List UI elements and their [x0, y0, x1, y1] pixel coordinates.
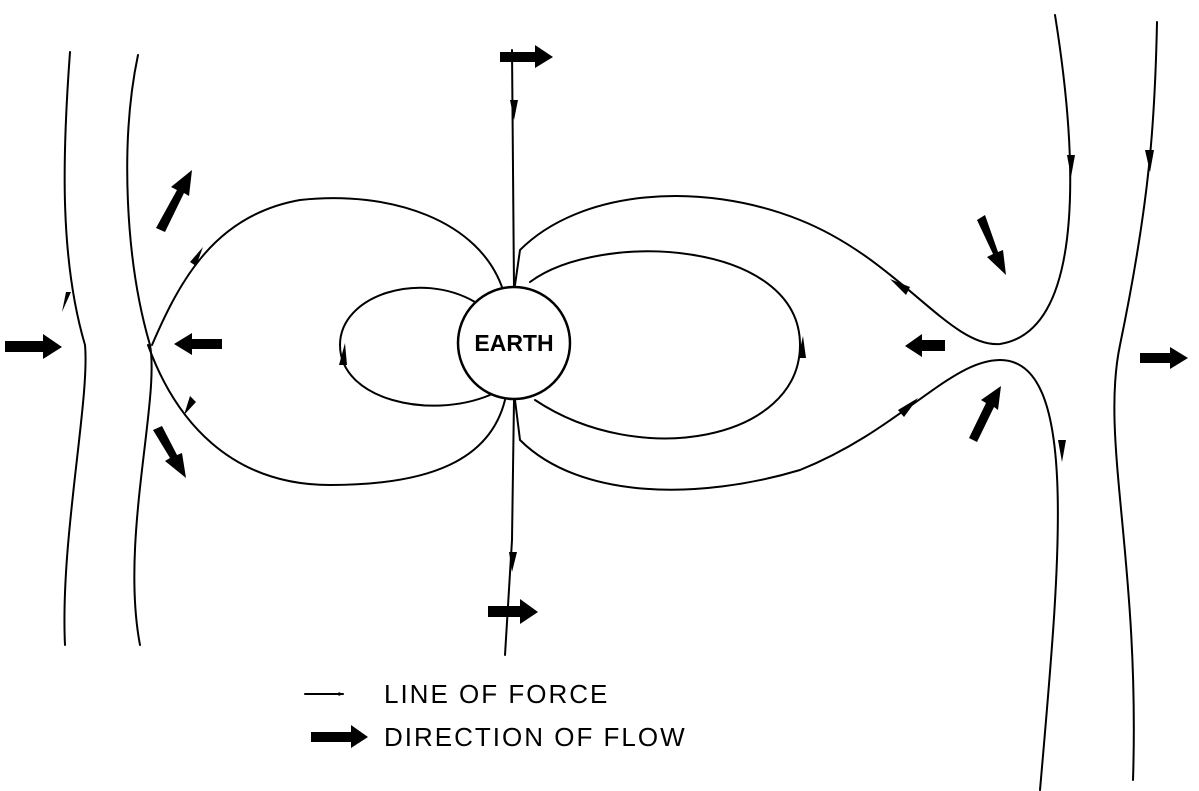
line-of-force-inner-left-loop	[339, 286, 491, 407]
force-arrowhead-left-upper	[190, 247, 203, 266]
flow-arrow-top-center	[500, 45, 553, 68]
flow-arrows	[5, 45, 1188, 624]
line-of-force-far-left-outer	[63, 51, 87, 646]
force-arrowhead-inner-right	[798, 336, 806, 358]
line-of-force-right-lower-branch	[514, 359, 1059, 791]
flow-arrow-right-lower	[969, 386, 1001, 442]
legend: LINE OF FORCE DIRECTION OF FLOW	[304, 679, 687, 752]
flow-arrow-left-lower	[153, 426, 186, 478]
flow-arrow-far-left	[5, 334, 62, 359]
flow-arrow-left-upper	[156, 170, 192, 232]
earth-label: EARTH	[474, 330, 553, 356]
legend-direction-of-flow-label: DIRECTION OF FLOW	[384, 722, 687, 752]
earth: EARTH	[456, 285, 572, 401]
force-arrowhead-right-upper	[890, 279, 910, 295]
legend-direction-of-flow-symbol	[311, 725, 368, 748]
line-of-force-left-lower-loop	[147, 344, 506, 486]
legend-line-of-force-label: LINE OF FORCE	[384, 679, 609, 709]
force-arrowhead-right-lower	[898, 398, 918, 417]
flow-arrow-left-inward	[174, 333, 222, 355]
earth-circle	[456, 285, 572, 401]
force-arrowhead-inner-left	[339, 343, 347, 365]
force-arrowhead-south	[509, 552, 517, 572]
force-arrowhead-north	[510, 100, 518, 120]
line-of-force-left-upper-loop	[151, 197, 504, 346]
force-arrowhead-left-lower	[184, 396, 196, 415]
line-of-force-arrowheads	[62, 100, 1154, 572]
line-of-force-far-left-inner	[126, 54, 153, 646]
line-of-force-north-polar	[511, 49, 515, 289]
line-of-force-right-reconnecting	[514, 14, 1072, 346]
flow-arrow-right-inward	[905, 334, 945, 357]
force-arrowhead-right-bottom	[1058, 440, 1066, 462]
force-arrowhead-far-right-top	[1145, 150, 1154, 172]
line-of-force-inner-right-loop	[529, 250, 801, 440]
flow-arrow-far-right	[1140, 347, 1188, 369]
flow-arrow-bottom-center	[488, 599, 538, 624]
flow-arrow-right-upper	[977, 215, 1006, 275]
line-of-force-far-right-outer	[1113, 21, 1158, 781]
force-arrowhead-left-outer	[62, 292, 71, 312]
force-arrowhead-right-top	[1067, 155, 1075, 177]
